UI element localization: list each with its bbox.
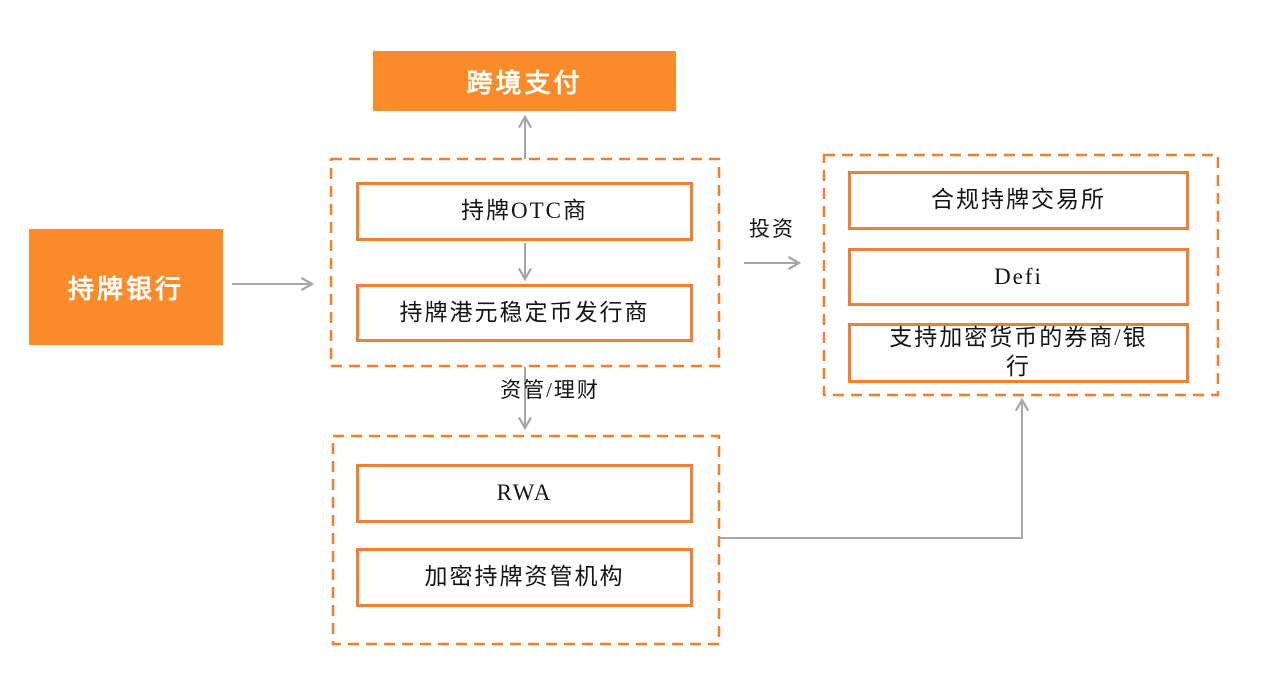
node-licensed-exchange-label: 合规持牌交易所: [931, 187, 1106, 213]
investment-group-outline: [822, 153, 1220, 397]
node-rwa: RWA: [356, 464, 693, 523]
wealth-group-outline: [331, 434, 721, 646]
node-cross-border-payment: 跨境支付: [373, 51, 676, 111]
edge-wealth-group-to-investment-group: [719, 400, 1022, 539]
node-licensed-otc: 持牌OTC商: [356, 182, 693, 241]
node-stablecoin-issuer: 持牌港元稳定币发行商: [356, 284, 693, 342]
edge-label-investment: 投资: [749, 217, 795, 241]
node-crypto-asset-manager: 加密持牌资管机构: [356, 548, 693, 607]
node-cross-border-payment-label: 跨境支付: [466, 68, 583, 98]
node-licensed-bank-label: 持牌银行: [67, 274, 184, 304]
node-defi-label: Defi: [994, 263, 1043, 289]
node-stablecoin-issuer-label: 持牌港元稳定币发行商: [399, 299, 650, 325]
node-rwa-label: RWA: [496, 480, 553, 506]
node-licensed-exchange: 合规持牌交易所: [848, 171, 1189, 230]
node-crypto-asset-manager-label: 加密持牌资管机构: [424, 564, 625, 590]
node-crypto-broker-bank: 支持加密货币的券商/银行: [848, 323, 1189, 383]
otc-issuer-group-outline: [329, 157, 721, 368]
node-crypto-broker-bank-label: 支持加密货币的券商/银行: [889, 325, 1148, 379]
node-licensed-otc-label: 持牌OTC商: [461, 198, 588, 224]
node-defi: Defi: [848, 248, 1189, 306]
node-licensed-bank: 持牌银行: [29, 229, 223, 345]
edge-label-wealth-management: 资管/理财: [500, 378, 600, 402]
